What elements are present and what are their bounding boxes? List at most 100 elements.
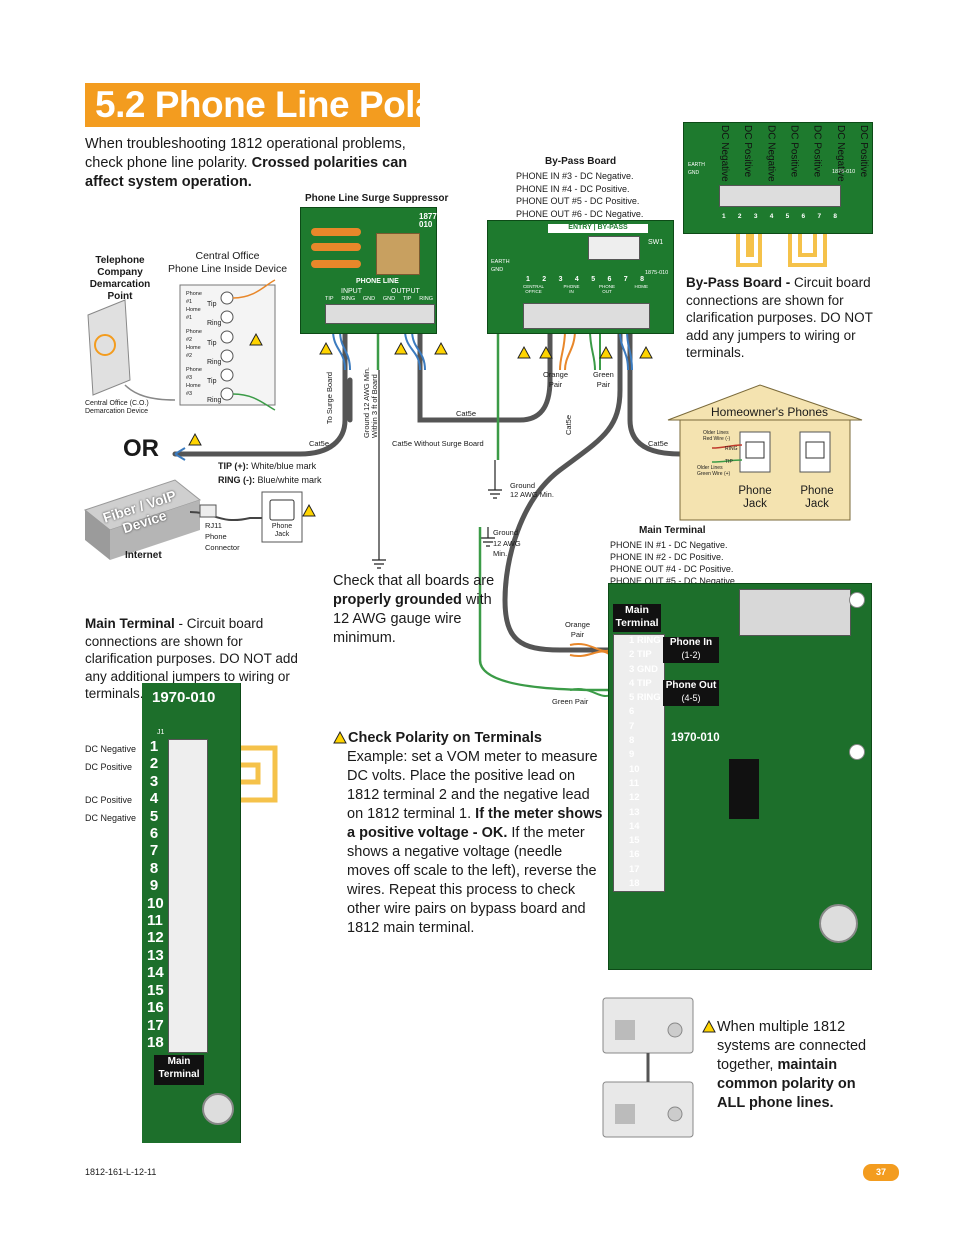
num: 7 — [623, 276, 628, 283]
num: 5 — [591, 276, 596, 283]
num: 3 — [149, 772, 159, 790]
inset-dc-label: DC Positive — [788, 125, 800, 178]
green-pair-label: Green Pair — [593, 370, 614, 389]
main-desc-bold: Main Terminal — [85, 616, 175, 631]
bypass-line: PHONE OUT #5 - DC Positive. — [516, 196, 640, 206]
left-terminal-strip — [168, 739, 208, 1053]
row: 5 RING — [629, 692, 661, 704]
pin: RING — [341, 296, 356, 302]
num: 7 — [149, 842, 159, 860]
demarc-line-labels: Phone #1 Home #1 Phone #2 Home #2 Phone … — [186, 290, 204, 404]
main-board-model: 1970-010 — [671, 732, 720, 744]
to-surge-label: To Surge Board — [325, 372, 334, 425]
ground12-label: Ground 12 AWG Min. — [510, 481, 554, 499]
fiber-device-graphic — [83, 479, 270, 560]
left-dc-labels: DC Negative DC Positive DC Positive DC N… — [85, 741, 136, 827]
inset-dc-label: DC Positive — [742, 125, 754, 178]
homeowners-title: Homeowner's Phones — [711, 405, 829, 419]
surge-component — [311, 260, 361, 268]
row: 4 TIP — [629, 677, 652, 689]
cat5e-label-3: Cat5e — [648, 439, 669, 448]
phone-jack-2: Phone Jack — [800, 485, 834, 510]
row: 17 — [629, 863, 640, 875]
main-terminal-strip — [613, 634, 665, 892]
phone-out-sub: (4-5) — [681, 693, 701, 703]
main-terminal-description: Main Terminal - Circuit board connection… — [85, 615, 310, 703]
surge-coil — [376, 233, 420, 275]
num: 2 — [542, 276, 547, 283]
multiple-note: When multiple 1812 systems are connected… — [717, 1018, 877, 1113]
num: 14 — [147, 964, 164, 982]
row: 7 — [629, 720, 635, 732]
multiple-bold: maintain common polarity on ALL phone li… — [717, 1057, 856, 1111]
inset-dc-label: DC Negative — [719, 125, 730, 182]
house-graphic — [667, 384, 863, 521]
intro-text: When troubleshooting 1812 operational pr… — [85, 136, 406, 171]
ring-value: Blue/white mark — [257, 475, 322, 485]
bypass-description: By-Pass Board - Circuit board connection… — [686, 274, 876, 362]
num: 2 — [149, 755, 159, 773]
surge-component — [311, 243, 361, 251]
group: PHONE IN — [563, 284, 580, 294]
inset-dc-labels: DC Negative DC Positive DC Negative DC P… — [719, 125, 869, 185]
co-device-label: Central Office (C.O.) Demarcation Device — [85, 400, 149, 415]
row: 2 TIP — [629, 649, 652, 661]
check-text2: If the meter shows a negative voltage (n… — [347, 825, 597, 936]
mount-hole — [849, 592, 865, 608]
num: 1 — [526, 276, 530, 283]
mt-line: PHONE IN #2 - DC Positive. — [610, 552, 724, 562]
num: 4 — [574, 276, 579, 283]
inset-earth: EARTH GND — [688, 162, 705, 176]
orange-pair-label: Orange Pair — [543, 370, 569, 389]
bypass-heading: By-Pass Board — [545, 156, 617, 167]
without-surge-label: Cat5e Without Surge Board — [392, 439, 484, 448]
ground-awg-label: Ground 12 AWG Min. Within 3 ft of Board — [362, 367, 379, 439]
dc-label: DC Positive — [85, 761, 133, 772]
ring-3: Ring — [207, 397, 222, 405]
demarc-heading: Telephone Company Demarcation Point — [89, 255, 151, 302]
row: 1 RING — [629, 635, 661, 646]
pin: TIP — [402, 296, 412, 302]
num: 3 — [753, 213, 758, 220]
num: 15 — [147, 981, 164, 999]
row: 11 — [629, 777, 640, 789]
num: 8 — [833, 213, 837, 220]
left-board-buzzer — [202, 1093, 234, 1125]
num: 6 — [801, 213, 806, 220]
bypass-terminal-strip — [523, 303, 650, 329]
bypass-line: PHONE IN #4 - DC Positive. — [516, 183, 630, 194]
check-polarity-heading: Check Polarity on Terminals — [348, 730, 542, 746]
ring-mark: RING — [725, 446, 738, 452]
or-label: OR — [123, 435, 159, 462]
phone-jack-1: Phone Jack — [738, 485, 772, 510]
ring-2: Ring — [207, 358, 222, 366]
page-number: 37 — [863, 1164, 899, 1181]
left-board-footer: Main Terminal — [154, 1055, 204, 1085]
row: 15 — [629, 835, 640, 847]
pin: GND — [362, 296, 376, 302]
main-board-ic — [729, 759, 759, 819]
main-terminal-lines: PHONE IN #1 - DC Negative. PHONE IN #2 -… — [610, 539, 737, 587]
inset-dc-label: DC Positive — [857, 125, 869, 178]
row: 8 — [629, 735, 635, 747]
group: HOME — [634, 284, 649, 289]
demarc-box — [87, 299, 176, 401]
inset-dc-label: DC Negative — [765, 125, 777, 182]
surge-phone-line: PHONE LINE — [356, 278, 399, 285]
line-label-3: Phone #3 Home #3 — [186, 367, 202, 397]
num: 5 — [785, 213, 790, 220]
surge-input: INPUT — [341, 288, 362, 295]
ring-1: Ring — [207, 320, 222, 328]
green-pair-label-2: Green Pair — [552, 697, 589, 706]
row: 18 — [629, 878, 640, 890]
bypass-model: 1875-010 — [645, 270, 669, 276]
